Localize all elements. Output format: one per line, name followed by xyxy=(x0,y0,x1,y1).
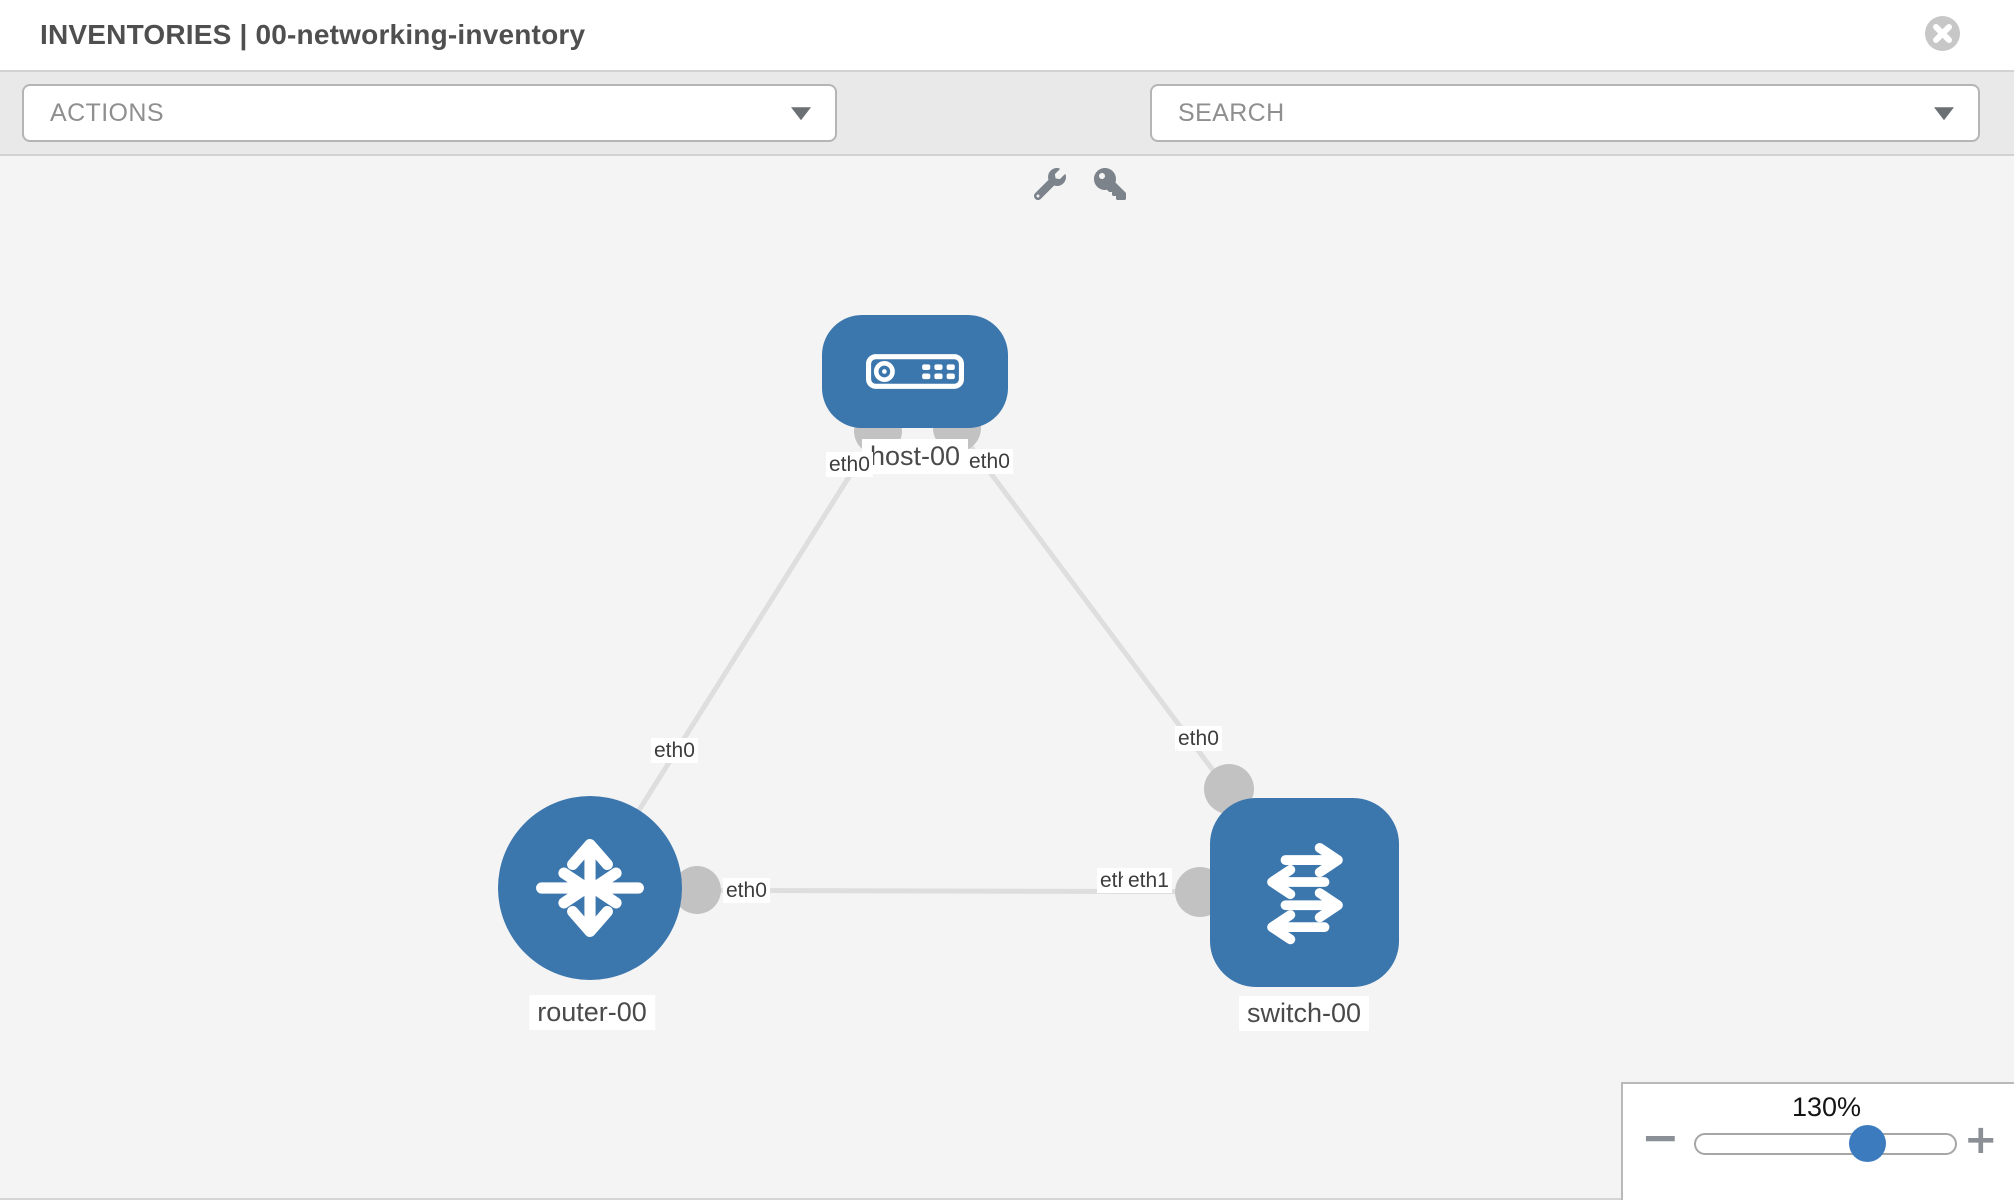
link-router-switch[interactable] xyxy=(589,887,1305,895)
zoom-in-button[interactable]: + xyxy=(1964,1117,1998,1163)
key-icon[interactable] xyxy=(1093,168,1127,202)
close-circle-glyph xyxy=(1925,16,1960,51)
node-router-00[interactable] xyxy=(498,796,682,980)
node-host-00[interactable] xyxy=(822,315,1008,428)
title-bar: INVENTORIES | 00-networking-inventory xyxy=(0,0,2014,72)
node-switch-00[interactable] xyxy=(1210,798,1399,987)
topology-canvas[interactable] xyxy=(0,156,2014,1200)
node-label-switch-00[interactable]: switch-00 xyxy=(1238,996,1370,1031)
router-arrows-icon xyxy=(536,839,644,937)
chevron-down-icon xyxy=(1934,107,1954,121)
zoom-level: 130% xyxy=(1791,1092,1862,1122)
zoom-slider-track[interactable] xyxy=(1694,1125,1957,1162)
wrench-icon[interactable] xyxy=(1033,168,1067,202)
switch-arrows-icon xyxy=(1266,842,1343,944)
actions-dropdown-value: ACTIONS xyxy=(50,99,164,127)
server-icon xyxy=(866,354,964,389)
interface-label-switch-top: eth0 xyxy=(1175,726,1222,751)
interface-label-router-right: eth0 xyxy=(723,878,770,903)
key-glyph xyxy=(1094,168,1126,200)
chevron-down-icon xyxy=(791,107,811,121)
interface-label-host-left: eth0 xyxy=(826,452,873,477)
interface-label-host-right: eth0 xyxy=(966,449,1013,474)
zoom-panel: 130% − + xyxy=(1621,1082,2014,1200)
interface-label-router-top: eth0 xyxy=(651,738,698,763)
wrench-glyph xyxy=(1033,168,1066,201)
search-placeholder: SEARCH xyxy=(1178,99,1285,127)
search-dropdown[interactable]: SEARCH xyxy=(1150,84,1980,142)
zoom-out-button[interactable]: − xyxy=(1641,1110,1680,1164)
actions-dropdown[interactable]: ACTIONS xyxy=(22,84,837,142)
toolbar: ACTIONS SEARCH xyxy=(0,72,2014,201)
page-title: INVENTORIES | 00-networking-inventory xyxy=(40,19,586,50)
zoom-slider-thumb[interactable] xyxy=(1849,1125,1886,1162)
close-icon[interactable] xyxy=(1924,15,1961,52)
node-label-host-00[interactable]: host-00 xyxy=(861,439,969,474)
interface-label-switch-left-eth1: eth1 xyxy=(1123,868,1172,893)
node-label-router-00[interactable]: router-00 xyxy=(529,995,655,1030)
